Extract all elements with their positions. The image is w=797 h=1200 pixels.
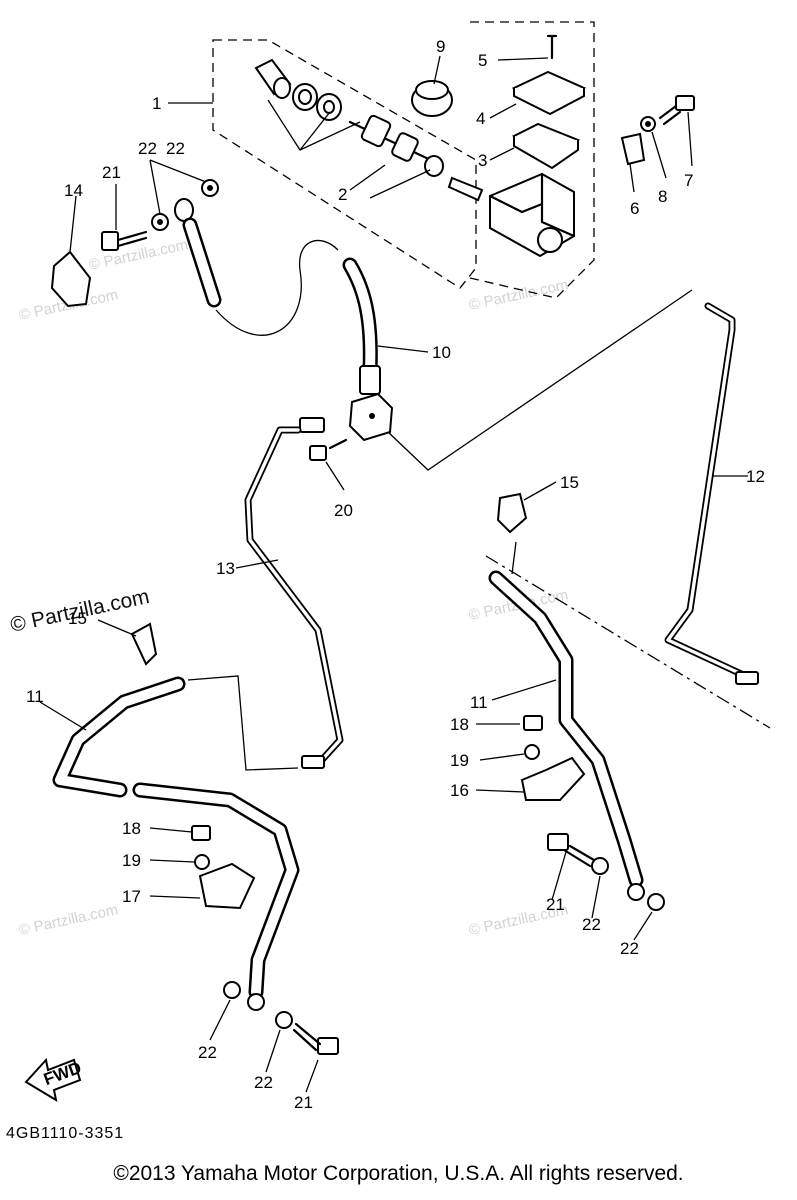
diagram-code: 4GB1110-3351 <box>6 1125 124 1142</box>
callout-14: 14 <box>64 181 83 200</box>
callout-7: 7 <box>684 171 693 190</box>
callout-1: 1 <box>152 94 161 113</box>
callout-11-left: 11 <box>26 687 44 706</box>
callout-21-bottom: 21 <box>294 1093 313 1112</box>
brake-pipe-left <box>244 426 344 769</box>
callout-21-right: 21 <box>546 895 565 914</box>
brake-pipe-right <box>387 289 759 685</box>
callout-10: 10 <box>432 343 451 362</box>
callout-22-top: 22 <box>138 139 157 158</box>
master-cylinder-kit <box>254 58 484 202</box>
callout-13: 13 <box>216 559 235 578</box>
callout-16: 16 <box>450 781 469 800</box>
callout-12: 12 <box>746 467 765 486</box>
callout-15-right: 15 <box>560 473 579 492</box>
parts-diagram: © Partzilla.com © Partzilla.com © Partzi… <box>6 21 771 1142</box>
callout-4: 4 <box>476 109 485 128</box>
brake-hose-right <box>485 492 771 911</box>
callout-18-right: 18 <box>450 715 469 734</box>
callout-15-left: 15 <box>68 609 87 628</box>
banjo-fittings-top <box>50 179 219 308</box>
brake-joint <box>299 392 394 461</box>
callout-22-right-a: 22 <box>582 915 601 934</box>
watermark-text: © Partzilla.com <box>467 276 569 314</box>
callout-22-bottom-b: 22 <box>254 1073 273 1092</box>
callout-8: 8 <box>658 187 667 206</box>
callout-19-left: 19 <box>122 851 141 870</box>
forward-arrow: FWD <box>24 1057 84 1103</box>
master-cylinder-kit-outline <box>212 39 477 289</box>
callout-20: 20 <box>334 501 353 520</box>
callout-3: 3 <box>478 151 487 170</box>
brake-hose-upper <box>182 217 381 395</box>
callout-17: 17 <box>122 887 141 906</box>
callout-5: 5 <box>478 51 487 70</box>
reservoir-outline <box>469 21 595 299</box>
callout-19-right: 19 <box>450 751 469 770</box>
callout-22-top-b: 22 <box>166 139 185 158</box>
bracket-right <box>520 715 596 868</box>
callout-21-top: 21 <box>102 163 121 182</box>
callout-11-right: 11 <box>470 693 488 712</box>
callout-22-bottom-a: 22 <box>198 1043 217 1062</box>
callout-numbers: 1 2 3 4 5 6 7 8 9 10 11 11 12 13 14 15 1… <box>26 37 765 1112</box>
copyright-footer: ©2013 Yamaha Motor Corporation, U.S.A. A… <box>113 1162 684 1185</box>
leader-lines <box>39 55 748 1093</box>
reservoir-parts <box>411 34 695 258</box>
callout-9: 9 <box>436 37 445 56</box>
callout-18-left: 18 <box>122 819 141 838</box>
bracket-left <box>191 825 339 1055</box>
callout-2: 2 <box>338 185 347 204</box>
watermark-text: © Partzilla.com <box>17 901 119 939</box>
brake-hose-left <box>52 622 300 1011</box>
callout-22-right-b: 22 <box>620 939 639 958</box>
callout-6: 6 <box>630 199 639 218</box>
